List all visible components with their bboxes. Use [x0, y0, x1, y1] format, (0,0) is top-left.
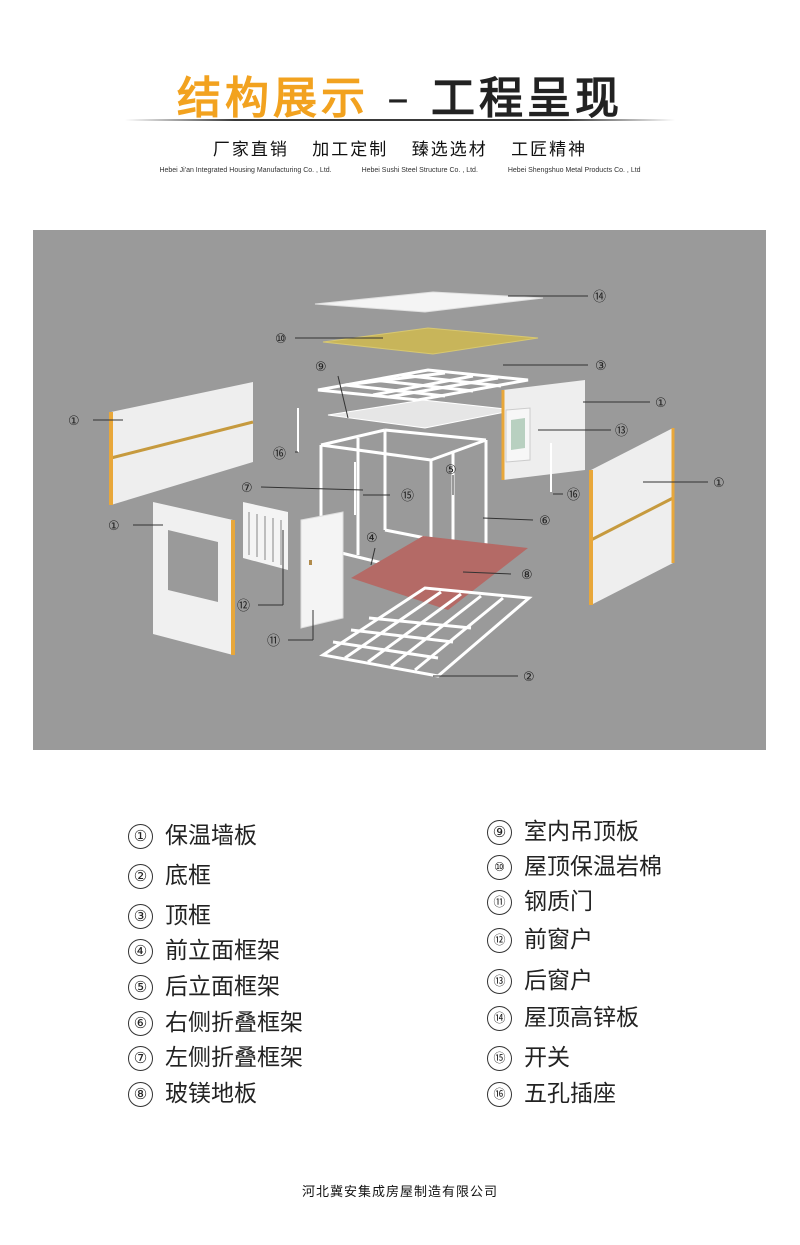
legend-number: ⑯ — [487, 1082, 512, 1107]
legend-item: ⑤ 后立面框架 — [128, 975, 280, 1000]
legend-item: ③ 顶框 — [128, 904, 211, 929]
company-name: Hebei Shengshuo Metal Products Co. , Ltd — [507, 167, 641, 174]
legend-number: ③ — [128, 904, 153, 929]
callout-1: ① — [713, 476, 725, 491]
callout-labels: ⑭ ⑩ ⑨ ③ ① ① ⑬ ⑯ ⑤ ① ⑦ ⑮ ⑯ ⑥ ① ④ ⑧ ⑫ ⑪ ② — [68, 290, 725, 685]
diagram-canvas: ⑭ ⑩ ⑨ ③ ① ① ⑬ ⑯ ⑤ ① ⑦ ⑮ ⑯ ⑥ ① ④ ⑧ ⑫ ⑪ ② — [68, 290, 725, 685]
ceiling-board — [327, 399, 516, 429]
legend-label: 钢质门 — [524, 889, 593, 915]
legend-label: 后立面框架 — [165, 974, 280, 1000]
legend-label: 底框 — [165, 863, 211, 889]
legend-number: ⑦ — [128, 1046, 153, 1071]
footer-company: 河北冀安集成房屋制造有限公司 — [301, 1185, 498, 1200]
title-separator: – — [387, 73, 413, 124]
legend-number: ⑧ — [128, 1082, 153, 1107]
legend-number: ⑭ — [487, 1006, 512, 1031]
callout-2: ② — [523, 670, 535, 685]
exploded-structure-diagram: ⑭ ⑩ ⑨ ③ ① ① ⑬ ⑯ ⑤ ① ⑦ ⑮ ⑯ ⑥ ① ④ ⑧ ⑫ ⑪ ② — [33, 230, 766, 750]
legend-number: ⑫ — [487, 928, 512, 953]
right-wall-panel — [589, 428, 675, 605]
top-frame — [317, 368, 529, 402]
callout-16: ⑯ — [567, 488, 580, 503]
callout-16: ⑯ — [273, 447, 286, 462]
legend-item: ⑩ 屋顶保温岩棉 — [487, 855, 662, 880]
legend-label: 前立面框架 — [165, 938, 280, 964]
legend-label: 顶框 — [165, 903, 211, 929]
legend-number: ⑩ — [487, 855, 512, 880]
legend-item: ⑥ 右侧折叠框架 — [128, 1011, 303, 1036]
legend-label: 右侧折叠框架 — [165, 1010, 303, 1036]
callout-1: ① — [655, 396, 667, 411]
legend-number: ⑬ — [487, 969, 512, 994]
company-names: Hebei Ji'an Integrated Housing Manufactu… — [0, 167, 800, 174]
legend-label: 保温墙板 — [165, 823, 257, 849]
legend-item: ⑦ 左侧折叠框架 — [128, 1046, 303, 1071]
front-window — [243, 502, 288, 570]
slogan: 厂家直销 — [212, 140, 289, 160]
legend-number: ② — [128, 864, 153, 889]
callout-3: ③ — [595, 359, 607, 374]
callout-9: ⑨ — [315, 360, 327, 375]
slogan: 工匠精神 — [511, 140, 588, 160]
legend-item: ⑨ 室内吊顶板 — [487, 820, 639, 845]
callout-14: ⑭ — [593, 290, 606, 305]
callout-4: ④ — [366, 531, 378, 546]
legend-item: ⑪ 钢质门 — [487, 890, 593, 915]
callout-10: ⑩ — [275, 332, 287, 347]
legend-item: ⑬ 后窗户 — [487, 969, 593, 994]
legend-label: 室内吊顶板 — [524, 819, 639, 845]
legend-label: 五孔插座 — [524, 1081, 616, 1107]
legend-label: 屋顶高锌板 — [524, 1005, 639, 1031]
steel-door — [300, 511, 344, 629]
legend-label: 前窗户 — [524, 927, 593, 953]
callout-5: ⑤ — [445, 463, 457, 478]
back-window — [505, 407, 531, 463]
legend-item: ② 底框 — [128, 864, 211, 889]
callout-12: ⑫ — [237, 599, 250, 614]
company-name: Hebei Sushi Steel Structure Co. , Ltd. — [361, 167, 478, 174]
slogan: 臻选选材 — [411, 140, 488, 160]
legend-number: ⑥ — [128, 1011, 153, 1036]
callout-11: ⑪ — [267, 634, 280, 649]
legend-item: ⑯ 五孔插座 — [487, 1082, 616, 1107]
title-divider — [125, 119, 675, 121]
page-title: 结构展示–工程呈现 — [0, 62, 800, 126]
callout-1: ① — [68, 414, 80, 429]
legend-label: 开关 — [524, 1045, 570, 1071]
roof-insulation — [322, 327, 539, 355]
callout-6: ⑥ — [539, 514, 551, 529]
legend-number: ⑤ — [128, 975, 153, 1000]
legend-number: ⑨ — [487, 820, 512, 845]
legend-label: 玻镁地板 — [165, 1081, 257, 1107]
magnesium-floor — [351, 536, 528, 610]
legend-number: ⑮ — [487, 1046, 512, 1071]
left-wall-panel — [109, 382, 254, 505]
callout-1: ① — [108, 519, 120, 534]
slogan-row: 厂家直销 加工定制 臻选选材 工匠精神 — [0, 135, 800, 160]
legend-number: ⑪ — [487, 890, 512, 915]
roof-zinc-sheet — [314, 291, 544, 313]
bottom-frame — [319, 586, 533, 678]
legend-item: ④ 前立面框架 — [128, 939, 280, 964]
legend-item: ⑫ 前窗户 — [487, 928, 593, 953]
leader-lines — [93, 295, 708, 677]
slogan: 加工定制 — [312, 140, 389, 160]
legend-number: ④ — [128, 939, 153, 964]
callout-8: ⑧ — [521, 568, 533, 583]
front-wall-panel — [153, 502, 235, 655]
callout-15: ⑮ — [401, 489, 414, 504]
callout-7: ⑦ — [241, 481, 253, 496]
company-name: Hebei Ji'an Integrated Housing Manufactu… — [159, 167, 332, 174]
legend-item: ① 保温墙板 — [128, 824, 257, 849]
legend-item: ⑧ 玻镁地板 — [128, 1082, 257, 1107]
legend-label: 后窗户 — [524, 968, 593, 994]
legend-number: ① — [128, 824, 153, 849]
title-part2: 工程呈现 — [431, 73, 623, 124]
legend-label: 左侧折叠框架 — [165, 1045, 303, 1071]
legend-item: ⑮ 开关 — [487, 1046, 570, 1071]
legend-label: 屋顶保温岩棉 — [524, 854, 662, 880]
legend-item: ⑭ 屋顶高锌板 — [487, 1006, 639, 1031]
callout-13: ⑬ — [615, 424, 628, 439]
title-part1: 结构展示 — [177, 73, 369, 124]
